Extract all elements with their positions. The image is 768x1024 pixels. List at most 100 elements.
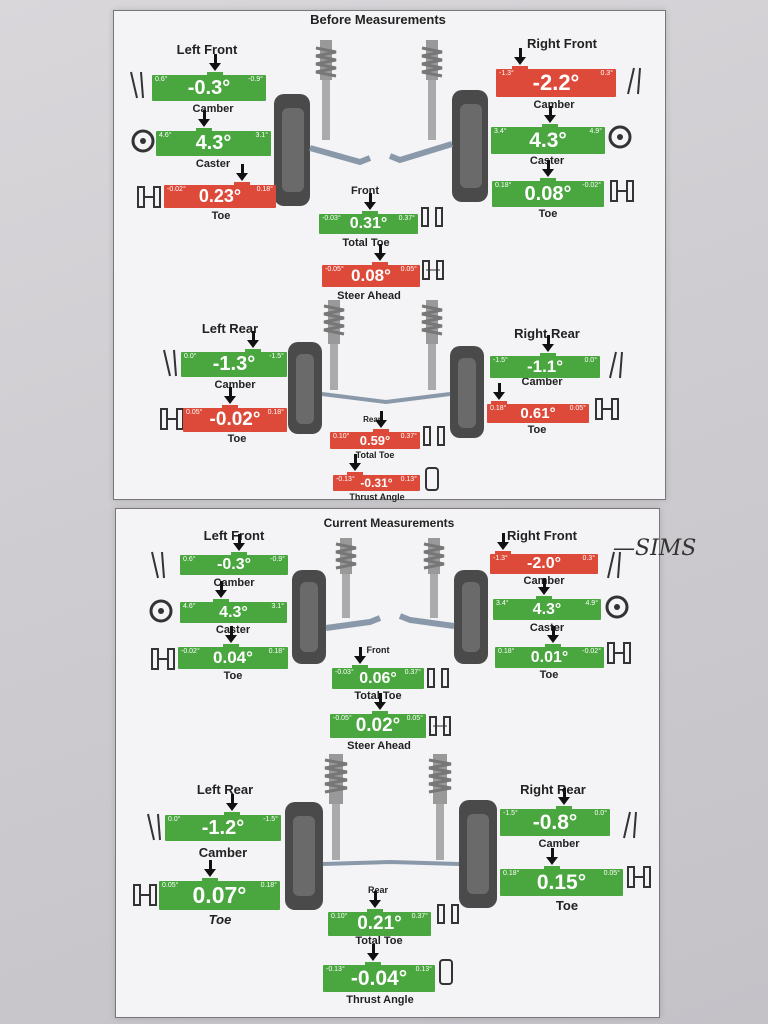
gauge-min-label: 0.0° xyxy=(168,816,181,823)
caster-label: Caster xyxy=(529,622,565,634)
car-thrust-icon xyxy=(425,467,439,491)
gauge-max-label: 0.0° xyxy=(584,357,597,364)
gauge-value: 0.59° xyxy=(359,433,391,448)
gauge-bar xyxy=(332,668,424,689)
gauge-bar xyxy=(487,404,589,423)
rear-total-toe-gauge: 0.10°0.37°0.59° xyxy=(330,411,420,449)
gauge-notch xyxy=(555,806,572,811)
right-front-label: Right Front xyxy=(526,36,598,51)
gauge-notch xyxy=(491,401,508,406)
toe-label: Toe xyxy=(208,912,232,927)
gauge-max-label: -0.9° xyxy=(248,76,263,83)
steer-ahead-label: Steer Ahead xyxy=(337,290,401,302)
gauge-notch xyxy=(221,405,238,410)
toe-label: Toe xyxy=(555,898,579,913)
gauge-value: -1.1° xyxy=(526,357,564,376)
gauge-min-label: 3.4° xyxy=(496,600,509,607)
total-toe-icon xyxy=(427,668,449,688)
gauge-min-label: 0.18° xyxy=(495,182,512,189)
camber-label: Camber xyxy=(538,838,580,850)
total-toe-icon xyxy=(421,207,443,227)
gauge-min-label: -0.13° xyxy=(336,476,355,483)
gauge-min-label: 0.18° xyxy=(503,870,520,877)
gauge-value: 4.3° xyxy=(529,129,567,152)
camber-label: Camber xyxy=(213,577,255,589)
camber-label: Camber xyxy=(198,845,248,860)
left-rear-label: Left Rear xyxy=(201,321,259,336)
gauge-max-label: 0.37° xyxy=(411,913,428,920)
gauge-min-label: -1.5° xyxy=(493,357,508,364)
toe-icon xyxy=(607,642,631,664)
gauge-min-label: 0.05° xyxy=(186,409,203,416)
gauge-min-label: 0.10° xyxy=(333,433,350,440)
gauge-value: 0.23° xyxy=(198,186,242,206)
gauge-min-label: -0.03° xyxy=(335,669,354,676)
front-suspension-illustration xyxy=(292,538,488,664)
gauge-bar xyxy=(500,869,623,896)
left-front-label: Left Front xyxy=(203,528,265,543)
gauge-bar xyxy=(330,432,420,449)
rear-label: Rear xyxy=(367,885,389,895)
front-label: Front xyxy=(366,645,390,655)
gauge-value: 0.08° xyxy=(351,266,391,285)
left-front-camber-gauge: 0.6°-0.9°-0.3° xyxy=(152,54,266,101)
toe-label: Toe xyxy=(527,424,547,436)
gauge-notch xyxy=(245,349,262,354)
toe-label: Toe xyxy=(223,670,243,682)
gauge-value: 0.06° xyxy=(359,670,397,687)
gauge-notch xyxy=(231,552,248,557)
gauge-notch xyxy=(196,128,213,133)
thrust-angle-gauge: -0.13°0.13°-0.04° xyxy=(323,944,435,992)
gauge-max-label: 0.0° xyxy=(594,810,607,817)
gauge-notch xyxy=(544,644,561,649)
total-toe-label: Total Toe xyxy=(355,935,403,947)
gauge-value: 0.04° xyxy=(213,648,253,667)
gauge-min-label: -0.02° xyxy=(167,186,186,193)
current-title: Current Measurements xyxy=(323,516,455,530)
caster-icon xyxy=(131,129,155,153)
gauge-bar xyxy=(164,185,276,208)
gauge-max-label: -0.9° xyxy=(270,556,285,563)
gauge-max-label: -0.02° xyxy=(582,182,601,189)
gauge-value: 0.31° xyxy=(349,215,388,232)
left-rear-camber-gauge: 0.0°-1.5°-1.3° xyxy=(181,331,287,377)
gauge-bar xyxy=(328,912,431,936)
left-front-toe-gauge: -0.02°0.18°0.23° xyxy=(164,164,276,208)
gauge-min-label: -0.05° xyxy=(333,715,352,722)
toe-label: Toe xyxy=(539,669,559,681)
gauge-bar xyxy=(491,127,605,154)
total-toe-label: Total Toe xyxy=(355,450,395,460)
gauge-min-label: 4.6° xyxy=(159,132,172,139)
gauge-bar xyxy=(490,356,600,378)
gauge-value: -1.3° xyxy=(212,353,256,375)
gauge-notch xyxy=(371,262,388,267)
handwritten-note: —SIMS xyxy=(613,536,697,561)
gauge-bar xyxy=(180,602,287,623)
gauge-value: -0.31° xyxy=(360,476,393,490)
gauge-min-label: -1.3° xyxy=(499,70,514,77)
front-label: Front xyxy=(350,185,380,197)
gauge-notch xyxy=(222,644,239,649)
caster-icon xyxy=(605,595,629,619)
camber-icon xyxy=(623,811,637,839)
steer-ahead-gauge: -0.05°0.05°0.02° xyxy=(330,693,426,738)
camber-label: Camber xyxy=(214,379,256,391)
right-front-toe-gauge: 0.18° -0.02° 0.08° xyxy=(492,160,604,207)
gauge-value: 0.08° xyxy=(524,183,572,205)
toe-icon xyxy=(610,180,634,202)
camber-label: Camber xyxy=(533,99,575,111)
camber-icon xyxy=(147,813,161,841)
gauge-bar xyxy=(156,131,271,156)
gauge-min-label: 0.18° xyxy=(490,405,507,412)
camber-icon xyxy=(609,351,623,379)
left-front-caster-gauge: 4.6°3.1°4.3° xyxy=(180,581,287,623)
left-front-label: Left Front xyxy=(176,42,238,57)
toe-icon xyxy=(160,408,184,430)
gauge-notch xyxy=(535,596,552,601)
gauge-notch xyxy=(206,72,223,77)
gauge-notch xyxy=(494,551,511,556)
gauge-min-label: -0.13° xyxy=(326,966,345,973)
gauge-max-label: 0.05° xyxy=(603,870,620,877)
rear-total-toe-gauge: 0.10°0.37°0.21° xyxy=(328,891,431,936)
rear-total-toe-icon xyxy=(437,904,459,924)
